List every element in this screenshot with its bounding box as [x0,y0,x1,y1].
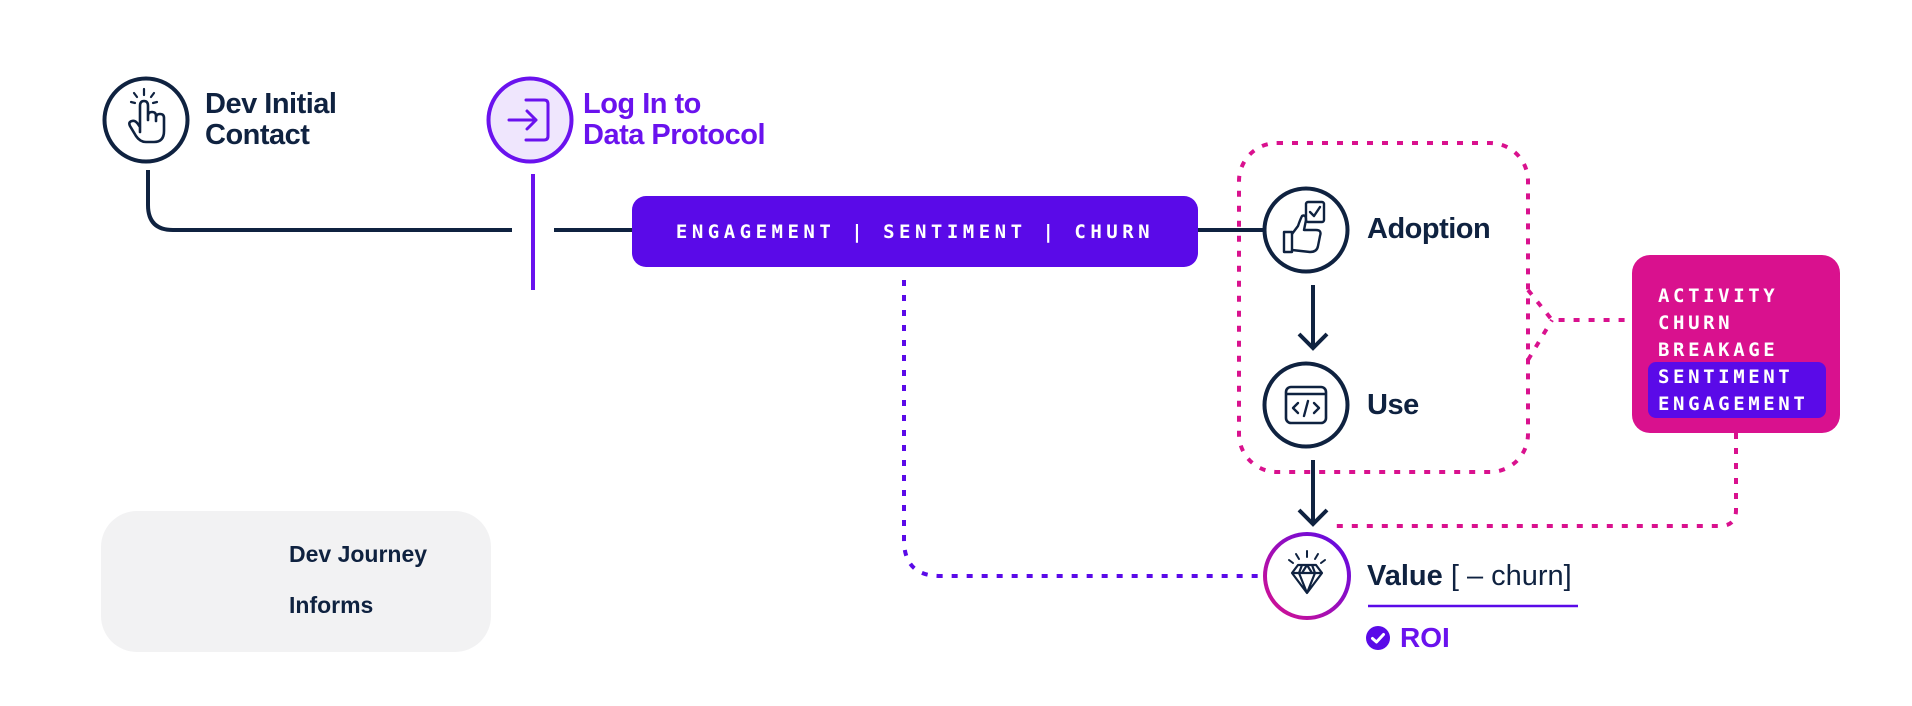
value-title: Value [1367,560,1443,592]
log-in-label: Log In to Data Protocol [583,88,766,151]
log-in-node [486,76,574,164]
adoption-node [1262,186,1350,274]
informs-line-group-metrics [1526,288,1632,322]
roi-label: ROI [1400,622,1450,653]
informs-line-metrics-value [1336,433,1738,528]
journey-line-contact [146,170,512,232]
value-label: Value [ – churn] [1367,561,1572,592]
check-circle-icon [1366,626,1390,650]
metrics-highlight [1648,362,1826,418]
thumbs-up-checklist-icon [1262,186,1350,274]
roi-indicator: ROI [1366,622,1450,654]
metric-item: CHURN [1658,312,1734,334]
pointer-hand-icon [102,76,190,164]
legend-solid-label: Dev Journey [289,541,428,567]
login-arrow-icon [486,76,574,164]
value-suffix: [ – churn] [1450,560,1572,592]
adoption-label: Adoption [1367,213,1491,245]
use-node [1262,361,1350,449]
metric-item-highlighted: SENTIMENT [1658,366,1794,388]
informs-line-bar-value [902,280,1268,578]
metric-item: ACTIVITY [1658,285,1779,307]
arrowhead-use-value [1297,508,1329,527]
adoption-use-group [1237,141,1530,474]
informs-line-group-metrics-lower [1526,318,1554,362]
code-window-icon [1262,361,1350,449]
engagement-sentiment-churn-bar: ENGAGEMENT | SENTIMENT | CHURN [632,196,1198,267]
use-label: Use [1367,389,1419,421]
legend: Dev Journey Informs [101,511,491,652]
value-node [1262,531,1352,621]
engagement-bar-text: ENGAGEMENT | SENTIMENT | CHURN [675,220,1155,243]
dev-initial-contact-label: Dev Initial Contact [205,88,337,151]
metrics-box: ACTIVITY CHURN BREAKAGE SENTIMENT ENGAGE… [1632,255,1840,433]
diamond-icon [1263,532,1351,620]
metric-item: BREAKAGE [1658,339,1779,361]
legend-dotted-label: Informs [289,592,374,618]
arrowhead-adoption-use [1297,332,1329,351]
dev-initial-contact-node [102,76,190,164]
metric-item-highlighted: ENGAGEMENT [1658,393,1809,415]
